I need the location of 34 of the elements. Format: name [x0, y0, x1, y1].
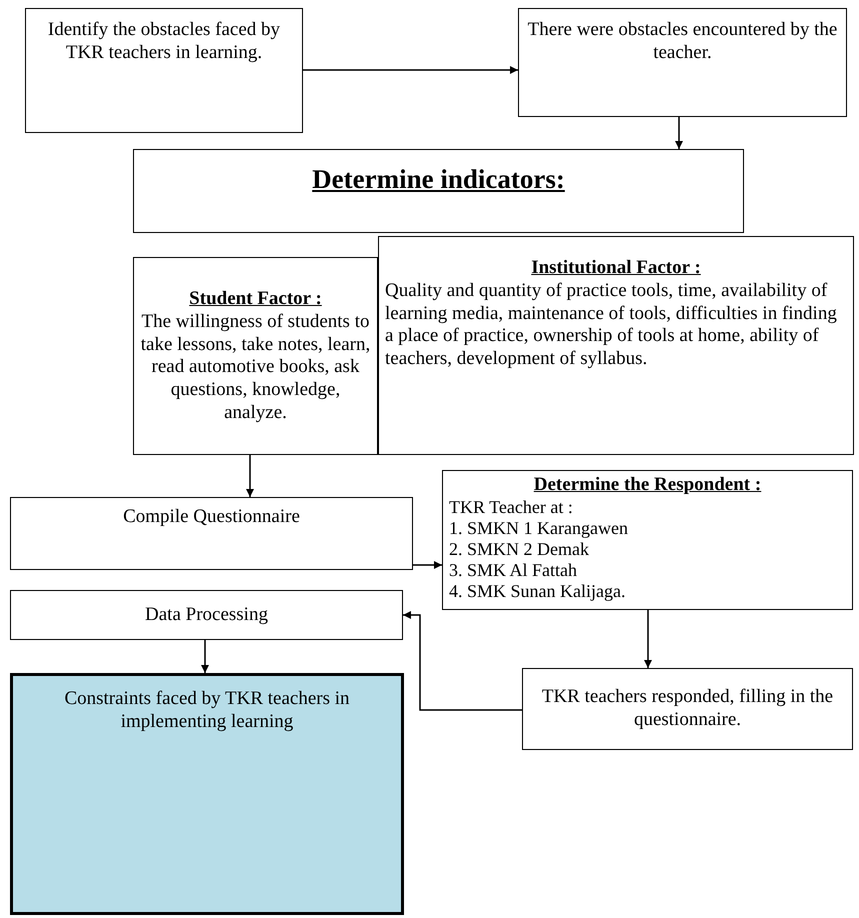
heading-text: Student Factor :	[188, 288, 323, 311]
process-box	[133, 257, 378, 455]
arrow	[303, 66, 518, 74]
arrow	[675, 117, 683, 149]
arrow	[644, 610, 652, 668]
process-box	[25, 8, 303, 133]
process-box	[522, 668, 853, 750]
process-box	[518, 8, 847, 117]
arrow	[403, 611, 522, 711]
arrow	[246, 455, 254, 497]
list-item: 2. SMKN 2 Demak	[449, 538, 590, 560]
body-text: The willingness of students to take lessons, take notes, learn, read automotive books, ask questions, knowledge, analyze.	[140, 310, 372, 425]
heading-text: Determine the Respondent :	[532, 474, 762, 497]
box-text: TKR teachers responded, filling in the questionnaire.	[540, 686, 834, 732]
process-box	[10, 590, 403, 640]
list-item: 1. SMKN 1 Karangawen	[449, 518, 629, 539]
arrow	[413, 561, 442, 569]
process-box	[133, 149, 744, 233]
process-box	[10, 497, 413, 570]
heading-text: Institutional Factor :	[530, 257, 702, 280]
box-text: Data Processing	[144, 604, 269, 626]
body-text: TKR Teacher at :	[449, 496, 574, 518]
heading-text: Determine indicators:	[311, 164, 566, 195]
arrow	[201, 640, 209, 673]
box-text: Compile Questionnaire	[122, 506, 301, 529]
body-text: Quality and quantity of practice tools, time, availability of learning media, maintenance of tools, difficulties in finding a place of practice, ownership of tools at home, ability of teachers, development of syllabus.	[385, 280, 838, 371]
box-text: Identify the obstacles faced by TKR teachers in learning.	[46, 19, 282, 65]
box-text: There were obstacles encountered by the teacher.	[527, 19, 838, 65]
process-box	[442, 470, 853, 610]
list-item: 4. SMK Sunan Kalijaga.	[449, 580, 626, 602]
box-text: Constraints faced by TKR teachers in implementing learning	[63, 688, 351, 734]
process-box	[10, 673, 404, 915]
process-box	[378, 236, 854, 455]
list-item: 3. SMK Al Fattah	[449, 560, 578, 581]
